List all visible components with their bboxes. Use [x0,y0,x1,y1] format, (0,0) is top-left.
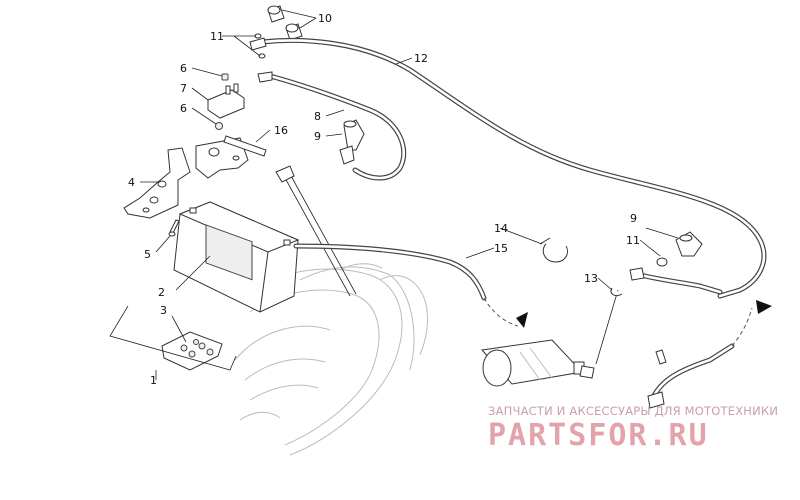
callout-13: 13 [584,272,598,285]
chassis-outline [234,263,428,456]
callout-11-right: 11 [626,234,640,247]
ground-cable [275,165,357,297]
clamp-part-14 [539,237,569,263]
callout-9-left: 9 [314,130,321,143]
callout-1: 1 [150,374,157,387]
callout-2: 2 [158,286,165,299]
callout-10: 10 [318,12,332,25]
starter-cable [595,267,723,365]
callout-6-top: 6 [180,62,187,75]
boot-part-9-left [339,119,365,165]
callout-9-right: 9 [630,212,637,225]
cable-part-15 [293,243,528,328]
clip-part-13 [610,287,623,297]
nut-part-6-bottom [215,122,223,130]
callout-4: 4 [128,176,135,189]
bracket-part-4 [123,147,191,219]
watermark-brand: PARTSFOR.RU [488,418,709,453]
ring-part-11-right [656,257,668,267]
callout-16: 16 [274,124,288,137]
solenoid-part-7 [207,83,245,119]
boot-part-9-right [675,231,703,257]
callout-labels: 1 2 3 4 5 6 6 7 8 9 9 10 11 11 12 13 14 … [128,12,640,387]
callout-8: 8 [314,110,321,123]
callout-5: 5 [144,248,151,261]
leader-lines [140,9,679,380]
kit-group-bracket [109,305,237,371]
callout-3: 3 [160,304,167,317]
battery-bracket-plate [195,137,249,179]
cable-part-8 [257,71,407,181]
cable-part-12 [249,37,767,299]
nut-part-6-top [221,73,229,81]
callout-6-bottom: 6 [180,102,187,115]
callout-12: 12 [414,52,428,65]
terminal-boot-part-10 [267,5,303,41]
watermark-subtitle: ЗАПЧАСТИ И АКСЕССУАРЫ ДЛЯ МОТОТЕХНИКИ [488,404,779,418]
callout-14: 14 [494,222,508,235]
ground-cable-lower [647,300,772,409]
callout-7: 7 [180,82,187,95]
strap-part-16 [223,135,267,157]
battery-part-2 [173,201,300,313]
starter-motor [481,339,595,387]
callout-11-top: 11 [210,30,224,43]
callout-15: 15 [494,242,508,255]
hardware-kit-part-3 [161,331,223,371]
